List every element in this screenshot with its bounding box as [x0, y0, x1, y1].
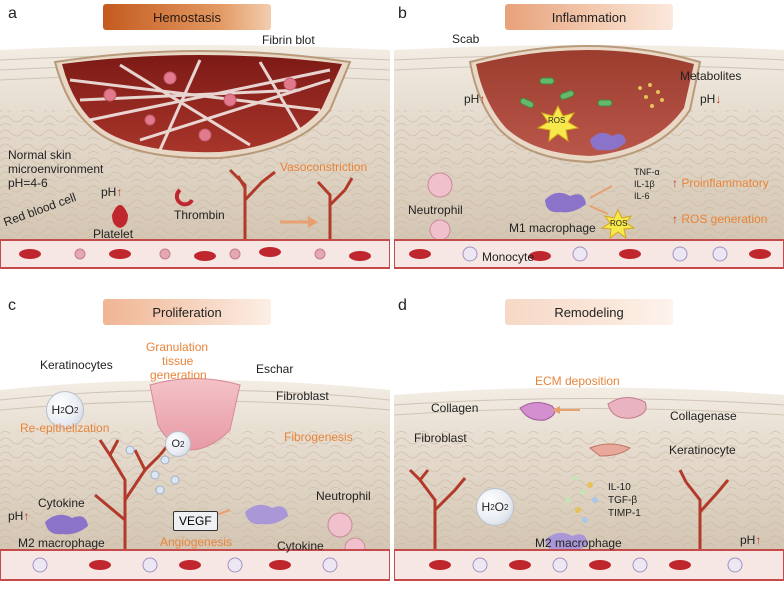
fibroblast-label-c: Fibroblast	[276, 389, 329, 403]
re-epithelization-label: Re-epithelization	[20, 421, 110, 435]
ros-small-label: ROS	[610, 219, 628, 228]
panel-letter-b: b	[398, 5, 407, 22]
neutrophil-label-b: Neutrophil	[408, 203, 463, 217]
thrombin-label: Thrombin	[174, 208, 225, 222]
proinflammatory-up-arrow: ↑	[672, 176, 678, 190]
fibroblast-label-d: Fibroblast	[414, 431, 467, 445]
ph-label-d: pH↑	[740, 533, 762, 547]
il6-label: IL-6	[634, 191, 650, 201]
ph-label-a: pH↑	[101, 185, 123, 199]
ros-up-arrow: ↑	[672, 212, 678, 226]
ph-label-c: pH↑	[8, 509, 30, 523]
panel-a	[0, 28, 391, 269]
vegf-box: VEGF	[173, 511, 218, 531]
metabolites-label: Metabolites	[680, 69, 742, 83]
granulation-label-3: generation	[150, 368, 207, 382]
normal-skin-label-2: microenvironment	[8, 162, 104, 176]
panel-letter-c: c	[8, 297, 16, 314]
angiogenesis-label: Angiogenesis	[160, 535, 233, 549]
il1-label: IL-1β	[634, 179, 655, 189]
ph-label-b-left: pH↑	[464, 92, 486, 106]
ph-up-arrow-d: ↑	[755, 533, 762, 547]
ph-down-arrow-b: ↓	[715, 92, 722, 106]
normal-skin-label-3: pH=4-6	[8, 176, 48, 190]
panel-letter-a: a	[8, 5, 17, 22]
ph-up-arrow-b: ↑	[479, 92, 486, 106]
panel-letter-d: d	[398, 297, 407, 314]
collagenase-label: Collagenase	[670, 409, 737, 423]
panel-a-title: Hemostasis	[103, 4, 271, 30]
tgfb-label: TGF-β	[608, 495, 638, 506]
neutrophil-label-c: Neutrophil	[316, 489, 371, 503]
tnf-label: TNF-α	[634, 167, 660, 177]
panel-b	[393, 45, 784, 269]
ph-up-arrow-c: ↑	[23, 509, 30, 523]
fibrogenesis-label: Fibrogenesis	[284, 430, 353, 444]
normal-skin-label-1: Normal skin	[8, 148, 72, 162]
keratinocytes-label: Keratinocytes	[40, 358, 113, 372]
panel-b-title: Inflammation	[505, 4, 673, 30]
panel-d-title: Remodeling	[505, 299, 673, 325]
m2-macrophage-label-c: M2 macrophage	[18, 536, 105, 550]
m1-macrophage-label: M1 macrophage	[509, 221, 596, 235]
collagen-label: Collagen	[431, 401, 479, 415]
m2-macrophage-label-d: M2 macrophage	[535, 536, 622, 550]
il10-label: IL-10	[608, 482, 631, 493]
eschar-label: Eschar	[256, 362, 294, 376]
monocyte-label: Monocyte	[482, 250, 535, 264]
platelet-label: Platelet	[93, 227, 134, 241]
ph-up-arrow-a: ↑	[116, 185, 123, 199]
cytokine-label-c-right: Cytokine	[277, 539, 324, 553]
cytokine-label-c-left: Cytokine	[38, 496, 85, 510]
fibrin-label: Fibrin blot	[262, 33, 315, 47]
scab-label: Scab	[452, 32, 480, 46]
timp1-label: TIMP-1	[608, 508, 641, 519]
ros-center-label: ROS	[548, 116, 566, 125]
ecm-deposition-label: ECM deposition	[535, 374, 620, 388]
panel-c-title: Proliferation	[103, 299, 271, 325]
panel-c	[0, 378, 391, 581]
vasoconstriction-label: Vasoconstriction	[280, 160, 368, 174]
granulation-label-2: tissue	[162, 354, 194, 368]
ros-generation-label: ↑ ROS generation	[672, 212, 768, 226]
granulation-label-1: Granulation	[146, 340, 209, 354]
ph-label-b-right: pH↓	[700, 92, 722, 106]
proinflammatory-label: ↑ Proinflammatory	[672, 176, 769, 190]
keratinocyte-label-d: Keratinocyte	[669, 443, 736, 457]
